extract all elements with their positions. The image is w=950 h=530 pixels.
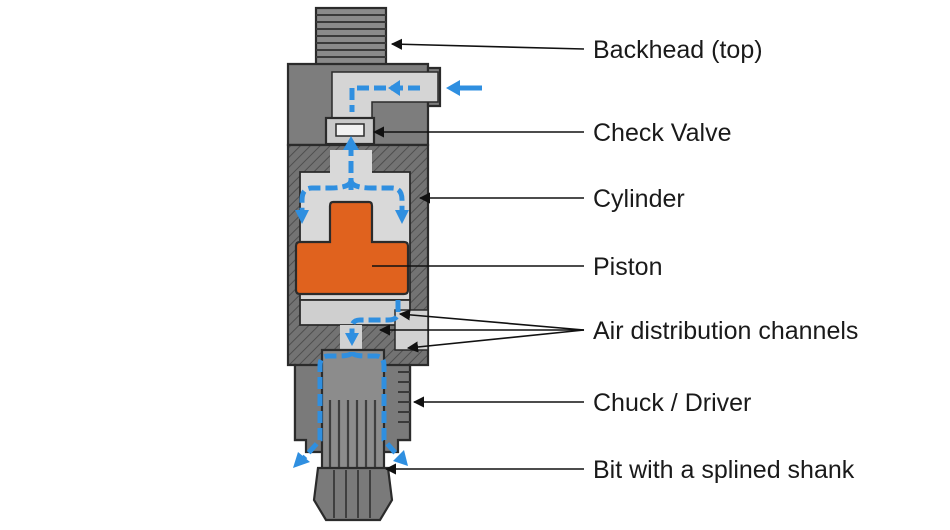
label-backhead: Backhead (top) (593, 36, 763, 64)
label-cylinder: Cylinder (593, 185, 685, 213)
labels: Backhead (top) Check Valve Cylinder Pist… (593, 36, 858, 484)
bit (312, 348, 394, 522)
leader-lines (372, 38, 585, 475)
label-air-channels: Air distribution channels (593, 317, 858, 345)
label-bit: Bit with a splined shank (593, 456, 855, 484)
backhead-thread (314, 6, 388, 68)
label-check-valve: Check Valve (593, 119, 732, 147)
label-chuck: Chuck / Driver (593, 389, 751, 417)
piston (294, 200, 410, 296)
airflow-arrows (293, 80, 482, 468)
label-piston: Piston (593, 253, 662, 281)
